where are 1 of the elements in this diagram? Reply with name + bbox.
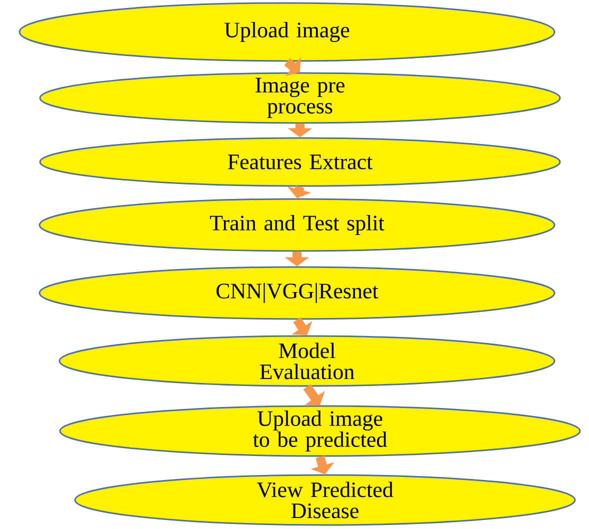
arrow <box>303 384 325 406</box>
